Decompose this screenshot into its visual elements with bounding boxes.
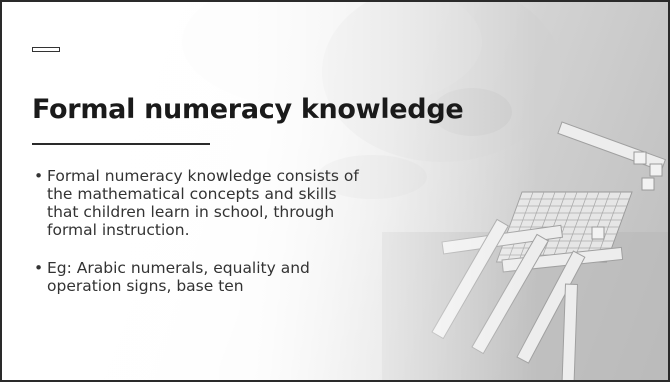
title-underline	[32, 143, 210, 145]
bullet-dot-icon: •	[34, 167, 44, 185]
bullet-item: • Formal numeracy knowledge consists of …	[34, 167, 364, 239]
bullet-text: Eg: Arabic numerals, equality and operat…	[47, 259, 310, 295]
bullet-text: Formal numeracy knowledge consists of th…	[47, 167, 359, 239]
slide-title: Formal numeracy knowledge	[32, 94, 464, 125]
decorative-accent-bar	[32, 47, 60, 52]
bullet-item: • Eg: Arabic numerals, equality and oper…	[34, 259, 364, 295]
bullet-list: • Formal numeracy knowledge consists of …	[34, 167, 364, 315]
bullet-dot-icon: •	[34, 259, 44, 277]
